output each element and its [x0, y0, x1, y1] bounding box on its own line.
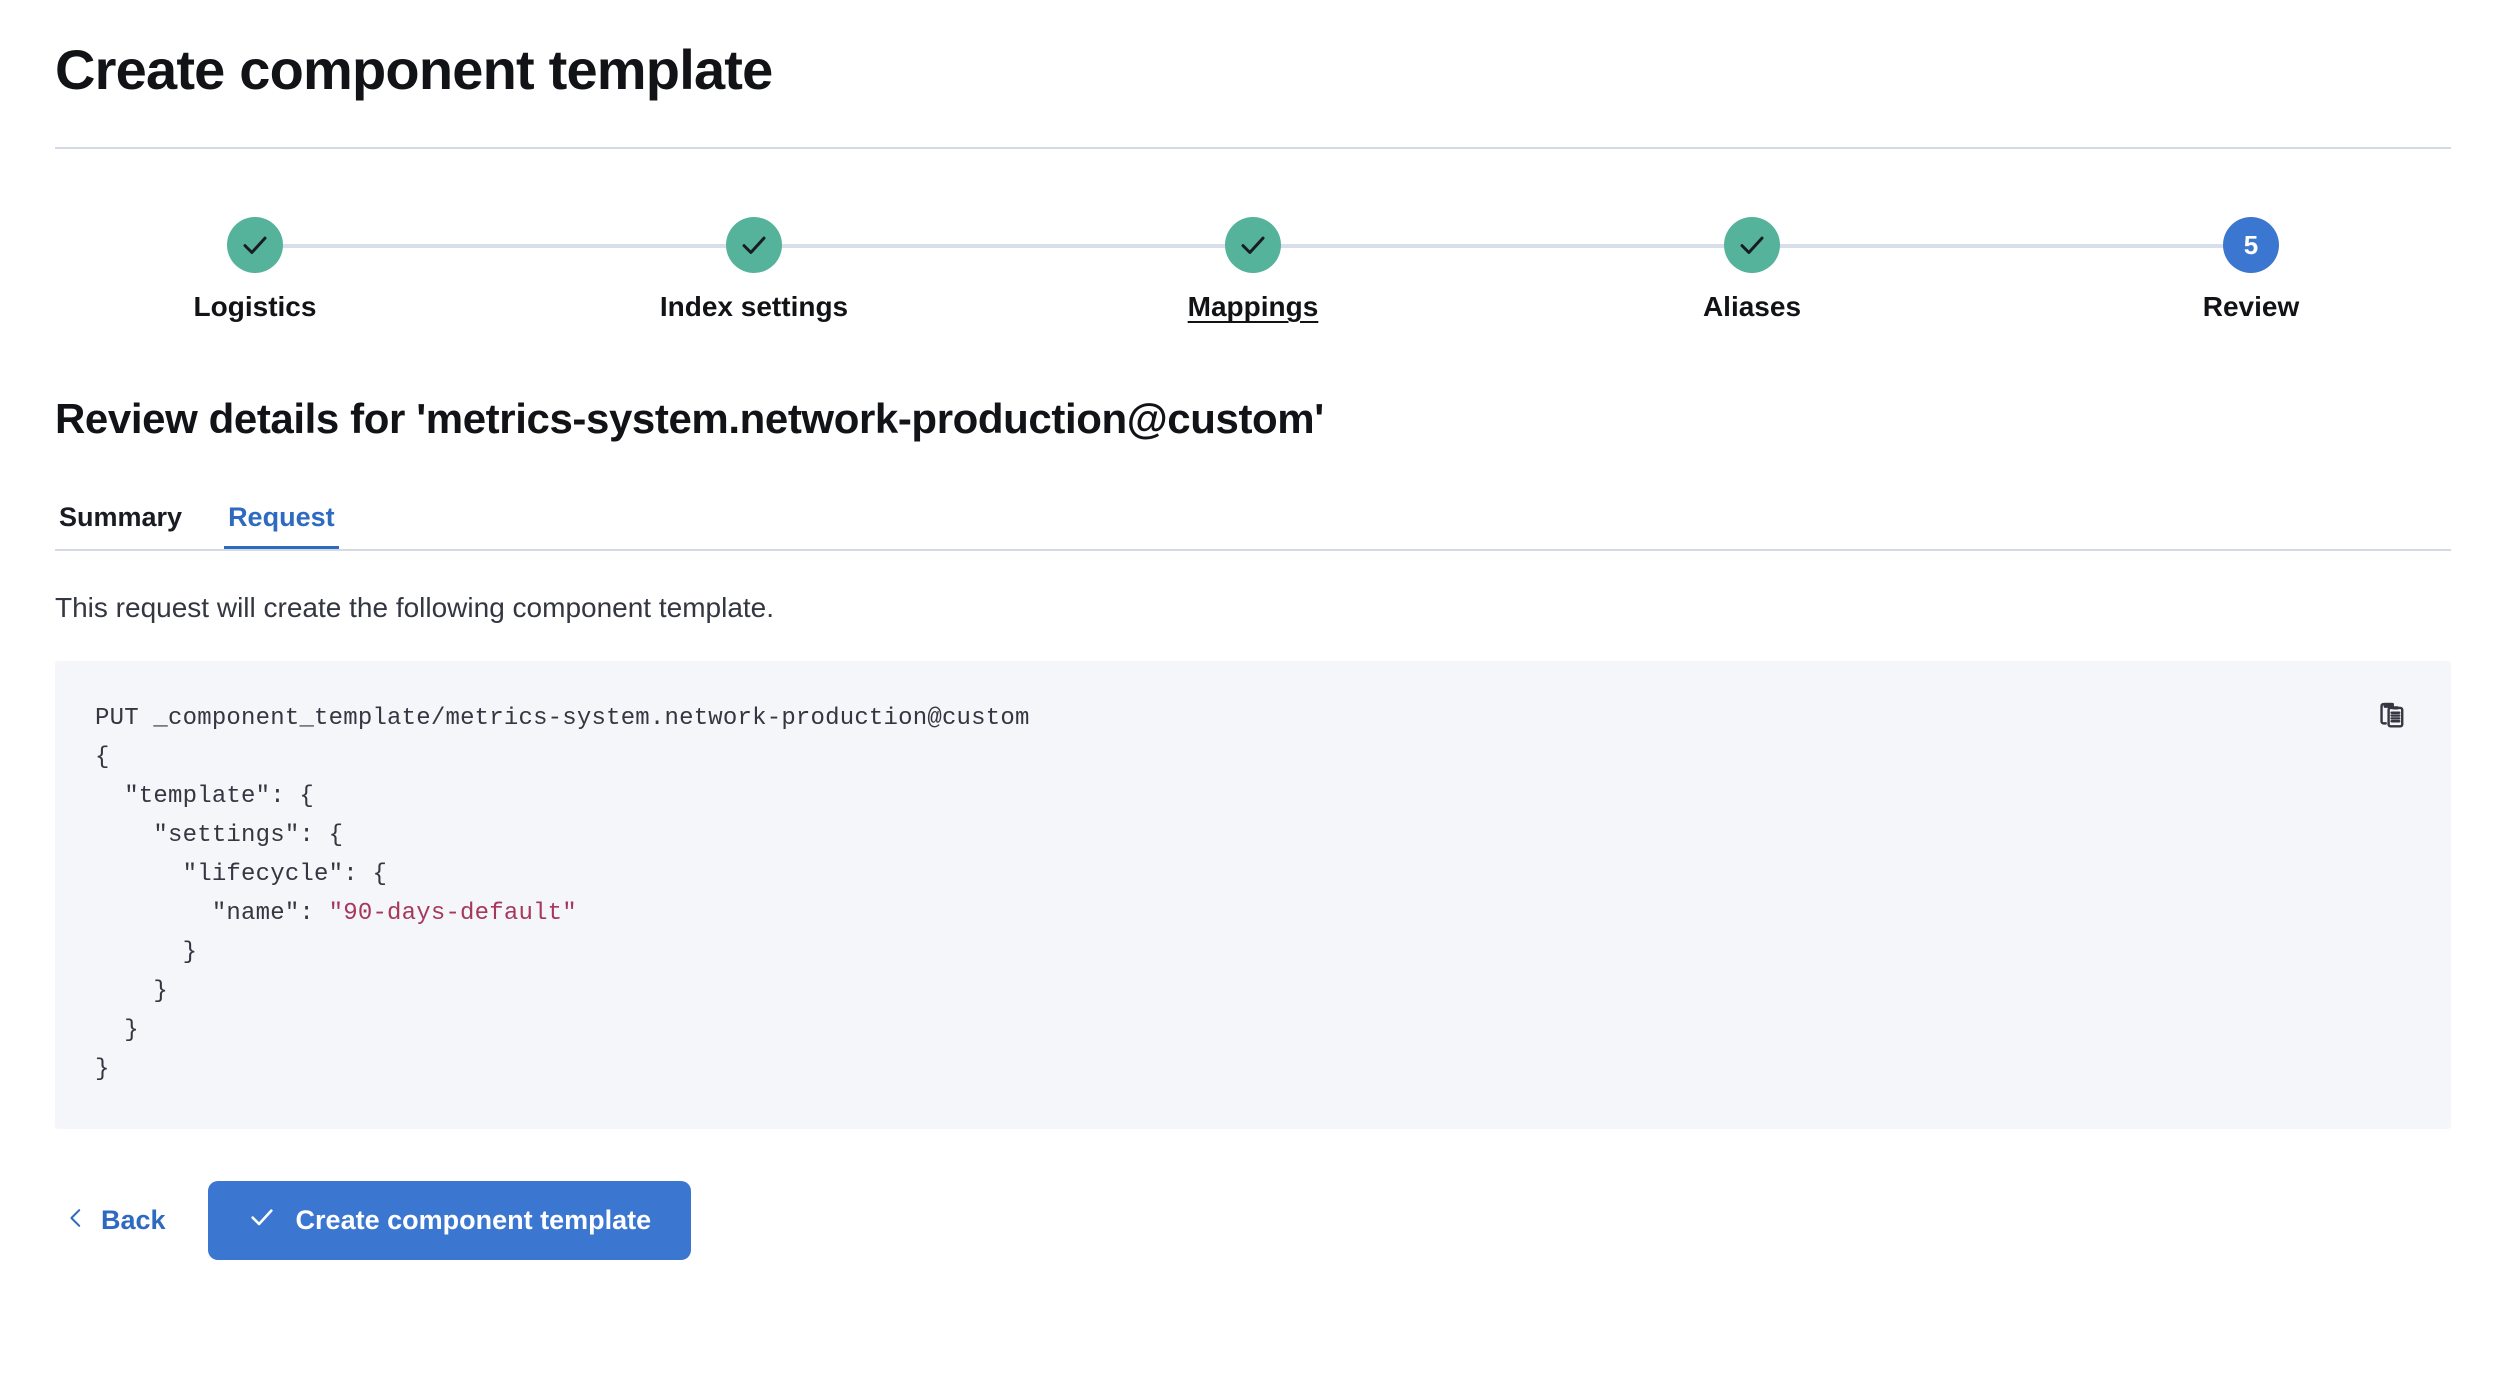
check-icon: [248, 1203, 276, 1238]
step-label-mappings: Mappings: [1187, 291, 1319, 323]
wizard-actions: Back Create component template: [55, 1180, 2451, 1260]
request-code-block: PUT _component_template/metrics-system.n…: [55, 660, 2451, 1129]
step-marker-complete: [726, 217, 782, 274]
back-button[interactable]: Back: [55, 1193, 176, 1248]
code-line: "template": {: [95, 782, 315, 810]
step-marker-complete: [227, 217, 283, 274]
request-method-line: PUT _component_template/metrics-system.n…: [95, 705, 1030, 732]
request-description: This request will create the following c…: [55, 592, 775, 624]
create-component-template-button[interactable]: Create component template: [207, 1180, 692, 1260]
code-line: "settings": {: [95, 821, 344, 849]
step-marker-current: 5: [2223, 217, 2279, 274]
code-line: "name":: [95, 899, 329, 927]
step-marker-complete: [1724, 217, 1780, 274]
step-review[interactable]: 5 Review: [2051, 217, 2451, 323]
create-component-template-label: Create component template: [295, 1204, 652, 1235]
step-marker-complete: [1225, 217, 1281, 274]
request-code: PUT _component_template/metrics-system.n…: [95, 699, 2411, 1089]
step-index-settings[interactable]: Index settings: [554, 217, 954, 323]
code-line: }: [95, 938, 198, 966]
code-line: }: [95, 1016, 139, 1044]
tab-request[interactable]: Request: [224, 502, 339, 552]
step-label-review: Review: [2202, 291, 2300, 323]
chevron-left-icon: [65, 1205, 87, 1236]
step-label-index-settings: Index settings: [659, 291, 849, 323]
check-icon: [1737, 230, 1767, 260]
step-aliases[interactable]: Aliases: [1552, 217, 1952, 323]
copy-to-clipboard-button[interactable]: [2373, 697, 2417, 741]
title-divider: [55, 147, 2451, 150]
step-label-aliases: Aliases: [1702, 291, 1802, 323]
code-line: }: [95, 1055, 110, 1083]
page-title: Create component template: [55, 38, 773, 101]
step-logistics[interactable]: Logistics: [55, 217, 455, 323]
code-line: }: [95, 977, 169, 1005]
code-line: {: [95, 743, 110, 771]
back-button-label: Back: [101, 1204, 166, 1235]
step-mappings[interactable]: Mappings: [1053, 217, 1453, 323]
request-path: _component_template/metrics-system.netwo…: [153, 704, 1030, 732]
review-heading: Review details for 'metrics-system.netwo…: [55, 395, 1324, 443]
wizard-stepper: Logistics Index settings Mappings: [55, 217, 2451, 357]
check-icon: [1238, 230, 1268, 260]
review-tabs: Summary Request: [55, 485, 2451, 552]
tabs-divider: [55, 549, 2451, 552]
copy-clipboard-icon: [2378, 700, 2412, 737]
check-icon: [240, 230, 270, 260]
code-line: "lifecycle": {: [95, 860, 388, 888]
tab-summary[interactable]: Summary: [55, 502, 186, 551]
step-label-logistics: Logistics: [193, 291, 317, 323]
code-string-value: "90-days-default": [328, 899, 577, 927]
check-icon: [739, 230, 769, 260]
request-method: PUT: [95, 704, 139, 732]
